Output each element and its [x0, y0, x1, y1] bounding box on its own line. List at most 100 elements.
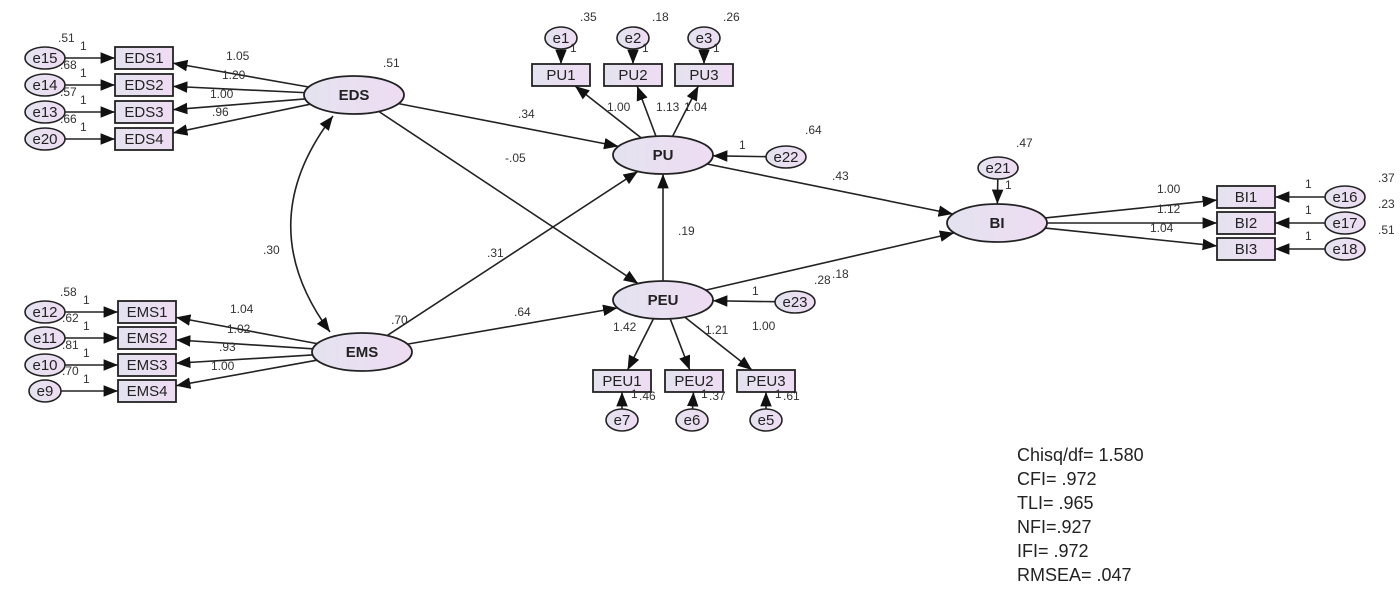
fixed-weight-label: 1: [83, 372, 90, 386]
fit-index-line: Chisq/df= 1.580: [1017, 445, 1144, 465]
path-coefficient: 1.20: [222, 68, 246, 82]
error-term-e9[interactable]: e9: [28, 379, 62, 403]
error-label: e10: [32, 357, 57, 374]
indicator-label: EMS2: [127, 330, 168, 347]
error-variance-label: .61: [783, 389, 800, 403]
error-term-e11[interactable]: e11: [24, 326, 66, 350]
error-term-e2[interactable]: e2: [616, 26, 650, 50]
indicator-peu1[interactable]: PEU1: [592, 369, 652, 393]
indicator-peu2[interactable]: PEU2: [664, 369, 724, 393]
error-term-e14[interactable]: e14: [24, 73, 66, 97]
path-coefficient: 1.12: [1157, 202, 1181, 216]
error-term-e3[interactable]: e3: [687, 26, 721, 50]
path-arrow-pu-pu1: [574, 85, 642, 139]
error-term-e15[interactable]: e15: [24, 46, 66, 70]
error-term-e21[interactable]: e21: [977, 156, 1019, 180]
indicator-ems3[interactable]: EMS3: [117, 353, 177, 377]
error-variance-label: .47: [1016, 136, 1033, 150]
error-term-e12[interactable]: e12: [24, 300, 66, 324]
error-term-e7[interactable]: e7: [605, 408, 639, 432]
latent-ems[interactable]: EMS: [311, 332, 413, 372]
latent-label: PU: [653, 147, 674, 164]
latent-peu[interactable]: PEU: [612, 280, 714, 320]
latent-label: BI: [990, 215, 1005, 232]
error-term-e22[interactable]: e22: [765, 145, 807, 169]
indicator-pu2[interactable]: PU2: [603, 63, 663, 87]
latent-label: EMS: [346, 344, 379, 361]
path-arrow-eds-eds3: [172, 98, 306, 115]
indicator-eds2[interactable]: EDS2: [114, 73, 174, 97]
indicator-label: EDS3: [124, 104, 163, 121]
error-term-e6[interactable]: e6: [675, 408, 709, 432]
error-arrow-e22: [712, 150, 767, 162]
fixed-weight-label: 1: [1305, 177, 1312, 191]
indicator-label: EMS3: [127, 357, 168, 374]
latent-bi[interactable]: BI: [946, 203, 1048, 243]
error-variance-label: .81: [62, 338, 79, 352]
error-term-e17[interactable]: e17: [1324, 211, 1366, 235]
indicator-pu1[interactable]: PU1: [531, 63, 591, 87]
path-arrow-eds-eds2: [172, 81, 305, 94]
error-label: e21: [985, 160, 1010, 177]
latent-eds[interactable]: EDS: [303, 75, 405, 115]
indicator-ems4[interactable]: EMS4: [117, 379, 177, 403]
indicator-bi2[interactable]: BI2: [1216, 211, 1276, 235]
indicator-label: BI1: [1235, 189, 1258, 206]
indicator-ems1[interactable]: EMS1: [117, 300, 177, 324]
path-coefficient: .43: [832, 169, 849, 183]
indicator-peu3[interactable]: PEU3: [736, 369, 796, 393]
error-term-e13[interactable]: e13: [24, 100, 66, 124]
fixed-weight-label: 1: [83, 293, 90, 307]
error-term-e5[interactable]: e5: [749, 408, 783, 432]
path-arrow-ems-peu: [407, 304, 618, 345]
error-variance-label: .37: [1378, 171, 1395, 185]
fixed-weight-label: 1: [642, 41, 649, 55]
error-term-e16[interactable]: e16: [1324, 185, 1366, 209]
path-arrow-peu-peu2: [669, 318, 691, 371]
path-arrow-bi-bi3: [1045, 227, 1218, 251]
fit-index-line: IFI= .972: [1017, 541, 1089, 561]
error-label: e18: [1332, 241, 1357, 258]
indicator-eds4[interactable]: EDS4: [114, 127, 174, 151]
path-coefficient: 1.00: [607, 100, 631, 114]
fixed-weight-label: 1: [80, 93, 87, 107]
error-label: e7: [614, 412, 631, 429]
fixed-weight-label: 1: [1305, 229, 1312, 243]
error-variance-label: .51: [58, 31, 75, 45]
path-arrow-pu-pu3: [671, 85, 700, 137]
fixed-weight-label: 1: [83, 346, 90, 360]
path-arrow-bi-bi1: [1045, 195, 1218, 219]
indicator-eds3[interactable]: EDS3: [114, 100, 174, 124]
path-arrow-ems-ems4: [175, 359, 318, 389]
indicator-eds1[interactable]: EDS1: [114, 46, 174, 70]
error-variance-label: .62: [62, 311, 79, 325]
latent-pu[interactable]: PU: [612, 135, 714, 175]
error-term-e1[interactable]: e1: [544, 26, 578, 50]
indicator-bi1[interactable]: BI1: [1216, 185, 1276, 209]
path-coefficient: 1.02: [227, 322, 251, 336]
fit-index-line: CFI= .972: [1017, 469, 1097, 489]
error-label: e1: [553, 30, 570, 47]
error-term-e20[interactable]: e20: [24, 127, 66, 151]
path-coefficient: 1.04: [230, 302, 254, 316]
indicator-label: EMS1: [127, 304, 168, 321]
indicator-ems2[interactable]: EMS2: [117, 326, 177, 350]
indicator-label: PEU1: [602, 373, 641, 390]
indicator-label: EDS4: [124, 131, 163, 148]
path-arrow-eds-eds1: [172, 59, 309, 88]
path-coefficient: 1.05: [226, 49, 250, 63]
path-arrow-ems-pu: [386, 170, 639, 337]
fixed-weight-label: 1: [1005, 178, 1012, 192]
error-variance-label: .68: [60, 58, 77, 72]
path-coefficient: .34: [518, 107, 535, 121]
error-term-e23[interactable]: e23: [774, 290, 816, 314]
indicator-pu3[interactable]: PU3: [674, 63, 734, 87]
fixed-weight-label: 1: [713, 41, 720, 55]
error-term-e18[interactable]: e18: [1324, 237, 1366, 261]
fixed-weight-label: 1: [83, 319, 90, 333]
fixed-weight-label: 1: [775, 387, 782, 401]
error-term-e10[interactable]: e10: [24, 353, 66, 377]
indicator-bi3[interactable]: BI3: [1216, 237, 1276, 261]
path-arrow-peu-peu3: [684, 316, 753, 371]
indicator-label: PU2: [618, 67, 647, 84]
